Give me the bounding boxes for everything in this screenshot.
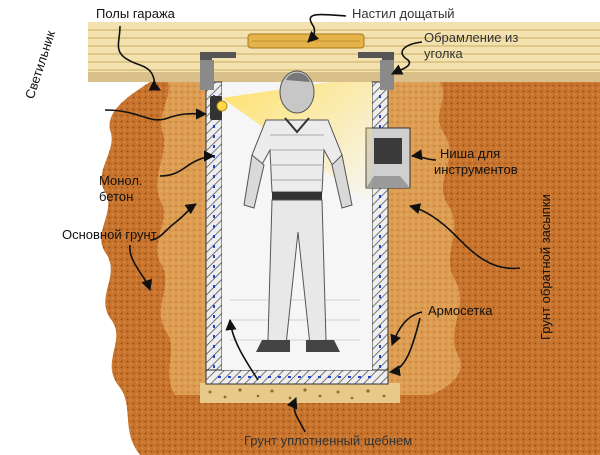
label-tool-niche-line1: Ниша для [440, 146, 501, 161]
label-tool-niche-line2: инструментов [434, 162, 518, 177]
label-gravel-base: Грунт уплотненный щебнем [244, 433, 413, 448]
pointer-lamp [104, 108, 208, 121]
label-monolith-line1: Монол. [99, 173, 143, 188]
pointer-rebar-mesh-3 [225, 318, 259, 381]
pointer-monolith [159, 150, 216, 177]
label-rebar-mesh: Армосетка [428, 303, 493, 318]
tool-niche [365, 127, 411, 189]
pointer-main-soil-2 [129, 244, 153, 292]
label-plank-deck: Настил дощатый [352, 6, 455, 21]
pointer-main-soil-1 [149, 203, 197, 241]
pointer-lines [104, 13, 521, 433]
label-main-soil: Основной грунт [62, 227, 157, 242]
pit-interior-floor-lines [230, 299, 360, 341]
label-backfill-soil: Грунт обратной засыпки [538, 194, 553, 340]
pointer-rebar-mesh-1 [390, 311, 423, 347]
label-angle-frame-line2: уголка [424, 46, 463, 61]
pointer-plank-deck [307, 13, 347, 43]
pointer-rebar-mesh-2 [388, 317, 421, 377]
person-figure [243, 70, 353, 352]
label-angle-frame-line1: Обрамление из [424, 30, 519, 45]
pointer-garage-floor [117, 25, 162, 91]
garage-floor [88, 22, 600, 82]
pointer-backfill [408, 203, 521, 270]
pointer-angle-frame [390, 41, 423, 75]
label-garage-floor: Полы гаража [96, 6, 175, 21]
pointer-tool-niche [410, 149, 437, 161]
angle-frame [200, 52, 394, 90]
pointer-gravel [286, 396, 306, 433]
gravel-base [200, 383, 400, 403]
label-monolith-line2: бетон [99, 189, 134, 204]
plank-deck [247, 33, 365, 49]
